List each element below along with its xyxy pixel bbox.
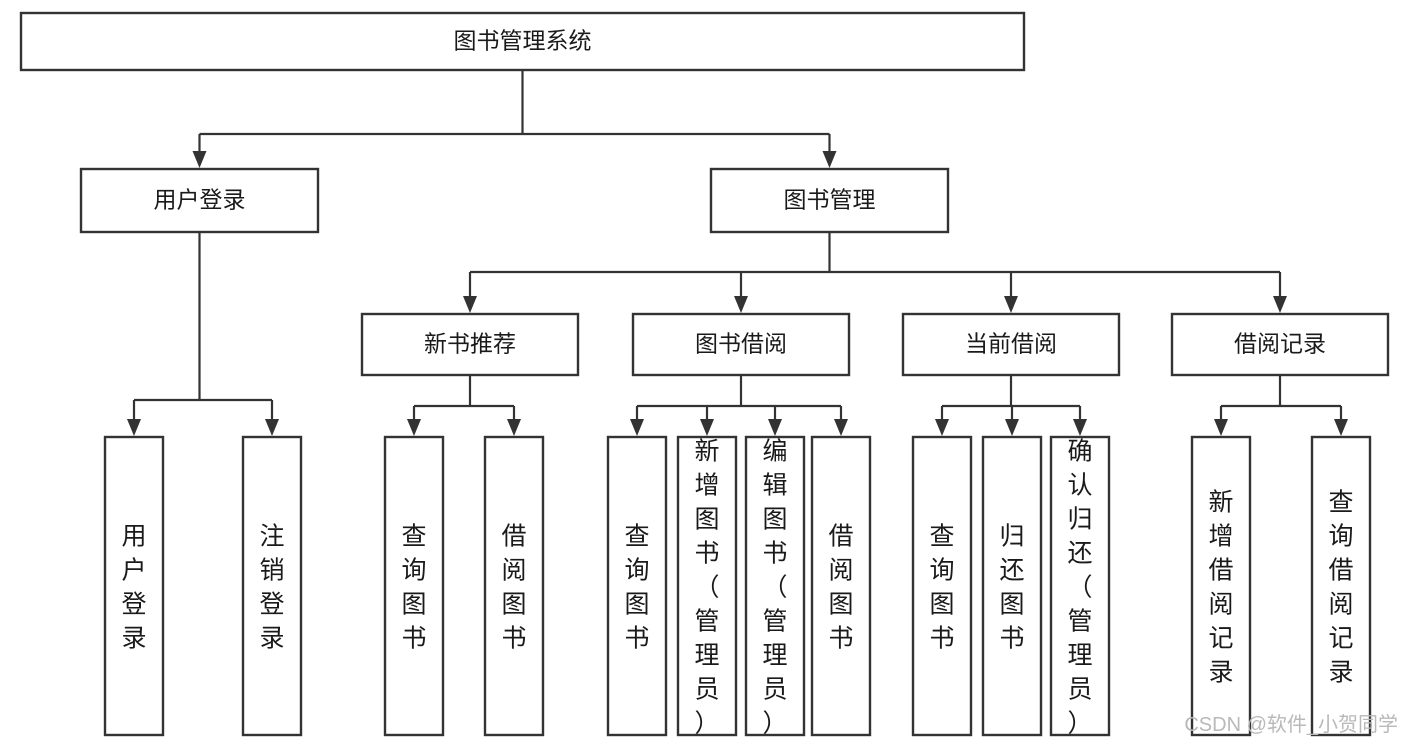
node-box-leaf-query-book-1 — [383, 435, 445, 737]
arrow-head — [822, 151, 837, 168]
arrow-head — [463, 296, 477, 313]
node-leaf-user-login[interactable]: 用户登录 — [103, 435, 165, 737]
node-label-leaf-query-book-3: 查询图书 — [929, 523, 954, 653]
node-label-leaf-query-record: 查询借阅记录 — [1328, 489, 1353, 687]
arrow-head — [1214, 419, 1228, 436]
node-box-borrow-record — [1170, 312, 1390, 377]
node-box-leaf-query-book-2 — [606, 435, 668, 737]
arrow-head — [834, 419, 848, 436]
node-box-root — [19, 11, 1026, 72]
node-new-book-recommend[interactable]: 新书推荐 — [360, 312, 580, 377]
node-box-book-borrow — [631, 312, 851, 377]
node-box-leaf-borrow-book-2 — [810, 435, 872, 737]
node-user-login[interactable]: 用户登录 — [79, 167, 320, 234]
node-box-leaf-borrow-book-1 — [483, 435, 545, 737]
node-leaf-query-record[interactable]: 查询借阅记录 — [1310, 435, 1372, 737]
node-label-root: 图书管理系统 — [454, 28, 592, 54]
node-label-leaf-add-book: 新增图书（管理员） — [694, 438, 719, 738]
node-box-leaf-confirm-return — [1049, 435, 1111, 737]
node-borrow-record[interactable]: 借阅记录 — [1170, 312, 1390, 377]
node-label-leaf-user-login: 用户登录 — [121, 523, 146, 653]
node-box-new-book-recommend — [360, 312, 580, 377]
node-layer: 图书管理系统用户登录图书管理新书推荐图书借阅当前借阅借阅记录用户登录注销登录查询… — [19, 11, 1390, 738]
arrow-head — [127, 419, 141, 436]
node-label-new-book-recommend: 新书推荐 — [424, 331, 516, 357]
arrow-head — [1073, 419, 1087, 436]
node-box-leaf-query-record — [1310, 435, 1372, 737]
node-label-borrow-record: 借阅记录 — [1234, 331, 1326, 357]
arrow-head — [768, 419, 782, 436]
node-leaf-borrow-book-1[interactable]: 借阅图书 — [483, 435, 545, 737]
node-leaf-return-book[interactable]: 归还图书 — [981, 435, 1043, 737]
node-box-leaf-add-record — [1190, 435, 1252, 737]
node-label-leaf-logout: 注销登录 — [259, 523, 284, 653]
node-book-borrow[interactable]: 图书借阅 — [631, 312, 851, 377]
connector-layer — [127, 70, 1348, 436]
arrow-head — [1273, 296, 1287, 313]
node-box-current-borrow — [901, 312, 1121, 377]
arrow-head — [734, 296, 748, 313]
node-leaf-add-book[interactable]: 新增图书（管理员） — [676, 435, 738, 738]
node-current-borrow[interactable]: 当前借阅 — [901, 312, 1121, 377]
arrow-head — [1005, 419, 1019, 436]
node-leaf-borrow-book-2[interactable]: 借阅图书 — [810, 435, 872, 737]
node-label-leaf-query-book-2: 查询图书 — [624, 523, 649, 653]
arrow-head — [630, 419, 644, 436]
node-label-leaf-confirm-return: 确认归还（管理员） — [1067, 438, 1092, 738]
arrow-head — [700, 419, 714, 436]
node-box-book-manage — [709, 167, 950, 234]
node-leaf-add-record[interactable]: 新增借阅记录 — [1190, 435, 1252, 737]
node-label-leaf-query-book-1: 查询图书 — [401, 523, 426, 653]
node-label-leaf-add-record: 新增借阅记录 — [1208, 489, 1233, 687]
node-box-leaf-edit-book — [744, 435, 806, 737]
node-leaf-confirm-return[interactable]: 确认归还（管理员） — [1049, 435, 1111, 738]
node-box-leaf-add-book — [676, 435, 738, 737]
node-box-leaf-user-login — [103, 435, 165, 737]
node-label-user-login: 用户登录 — [154, 187, 246, 213]
node-box-leaf-query-book-3 — [911, 435, 973, 737]
arrow-head — [1004, 296, 1018, 313]
node-root[interactable]: 图书管理系统 — [19, 11, 1026, 72]
node-label-book-manage: 图书管理 — [784, 187, 876, 213]
node-leaf-query-book-3[interactable]: 查询图书 — [911, 435, 973, 737]
arrow-head — [507, 419, 521, 436]
node-box-user-login — [79, 167, 320, 234]
node-leaf-edit-book[interactable]: 编辑图书（管理员） — [744, 435, 806, 738]
node-label-leaf-edit-book: 编辑图书（管理员） — [762, 438, 787, 738]
arrow-head — [935, 419, 949, 436]
node-label-current-borrow: 当前借阅 — [965, 331, 1057, 357]
arrow-head — [1334, 419, 1348, 436]
node-label-leaf-return-book: 归还图书 — [999, 523, 1024, 653]
node-box-leaf-return-book — [981, 435, 1043, 737]
node-box-leaf-logout — [241, 435, 303, 737]
arrow-head — [265, 419, 279, 436]
arrow-head — [192, 151, 207, 168]
node-label-book-borrow: 图书借阅 — [695, 331, 787, 357]
node-leaf-query-book-2[interactable]: 查询图书 — [606, 435, 668, 737]
arrow-head — [407, 419, 421, 436]
node-leaf-query-book-1[interactable]: 查询图书 — [383, 435, 445, 737]
node-book-manage[interactable]: 图书管理 — [709, 167, 950, 234]
node-leaf-logout[interactable]: 注销登录 — [241, 435, 303, 737]
csdn-watermark: CSDN @软件_小贺同学 — [1184, 713, 1398, 736]
node-label-leaf-borrow-book-2: 借阅图书 — [828, 523, 853, 653]
node-label-leaf-borrow-book-1: 借阅图书 — [501, 523, 526, 653]
